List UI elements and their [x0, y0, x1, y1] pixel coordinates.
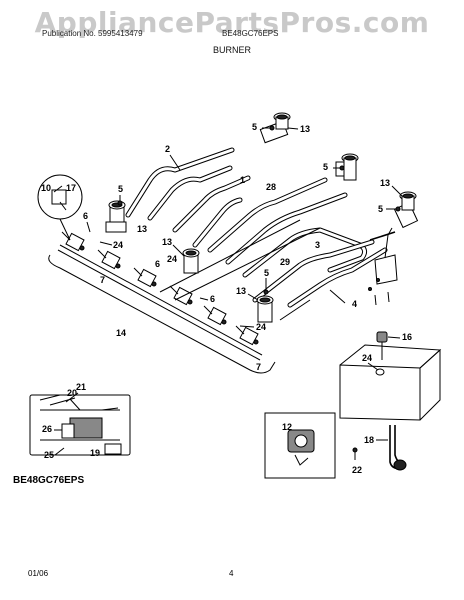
screw-5-right — [386, 206, 401, 212]
callout-2: 2 — [165, 144, 170, 154]
valve-4 — [169, 285, 193, 306]
section-title: BURNER — [212, 45, 251, 55]
manifold-bracket — [48, 254, 276, 374]
callout-5c: 5 — [378, 204, 383, 214]
callout-18: 18 — [364, 435, 374, 445]
callout-13e: 13 — [236, 286, 246, 296]
callouts: 1 2 3 4 5 5 5 5 5 6 6 6 7 7 10 12 13 13 … — [41, 122, 412, 475]
callout-6c: 6 — [210, 294, 215, 304]
valve-6 — [235, 325, 259, 346]
callout-26: 26 — [42, 424, 52, 434]
burner-head-left — [105, 200, 127, 233]
burner-head-top-right — [335, 153, 359, 181]
oven-housing — [339, 331, 442, 421]
valve-2 — [97, 249, 121, 270]
model-label: BE48GC76EPS — [13, 475, 85, 486]
callout-21: 21 — [76, 382, 86, 392]
footer-date: 01/06 — [28, 569, 49, 578]
burner-tube-29 — [252, 239, 375, 303]
callout-6a: 6 — [83, 211, 88, 221]
screw-5-top — [262, 125, 275, 131]
callout-12: 12 — [282, 422, 292, 432]
screw-dot-b — [376, 278, 380, 282]
screw-dot-a — [368, 287, 372, 291]
connector-line-b — [174, 227, 321, 301]
burner-tube-4 — [287, 247, 388, 308]
callout-13b: 13 — [380, 178, 390, 188]
callout-10: 10 — [41, 183, 51, 193]
valve-inset-box — [264, 412, 336, 479]
valve-3 — [133, 267, 157, 288]
callout-7b: 7 — [256, 362, 261, 372]
manifold-pipe — [59, 244, 263, 356]
valve-switch-detail — [29, 394, 131, 456]
valve-5 — [203, 305, 227, 326]
callout-25: 25 — [44, 450, 54, 460]
callout-24c: 24 — [256, 322, 266, 332]
burner-tube-1 — [172, 175, 251, 248]
connector-line-c — [279, 299, 311, 321]
burner-tube-3 — [242, 227, 368, 278]
callout-13c: 13 — [137, 224, 147, 234]
callout-1: 1 — [240, 175, 245, 185]
igniter — [352, 425, 407, 471]
callout-20: 20 — [67, 388, 77, 398]
callout-29: 29 — [280, 257, 290, 267]
callout-5d: 5 — [118, 184, 123, 194]
callout-24a: 24 — [113, 240, 123, 250]
connector-line-a — [159, 219, 301, 293]
detail-inset-circle — [37, 174, 83, 241]
burner-head-mid — [182, 248, 200, 274]
burner-tube-2 — [125, 147, 235, 221]
callout-24d: 24 — [362, 353, 372, 363]
callout-5a: 5 — [252, 122, 257, 132]
burner-head-top-center — [259, 112, 291, 144]
watermark: AppliancePartsPros.com — [34, 6, 430, 39]
screw-5-mid — [263, 278, 269, 295]
callout-17: 17 — [66, 183, 76, 193]
valve-1 — [61, 231, 85, 252]
right-bracket — [369, 227, 398, 306]
model-reference: BE48GC76EPS — [222, 29, 279, 38]
burner-tube-28 — [207, 177, 348, 265]
callout-16: 16 — [402, 332, 412, 342]
callout-13d: 13 — [162, 237, 172, 247]
callout-6b: 6 — [155, 259, 160, 269]
screw-5-top-right — [333, 165, 345, 171]
callout-14: 14 — [116, 328, 126, 338]
callout-22: 22 — [352, 465, 362, 475]
callout-13a: 13 — [300, 124, 310, 134]
callout-19: 19 — [90, 448, 100, 458]
callout-28: 28 — [266, 182, 276, 192]
publication-number: Publication No. 5995413479 — [42, 29, 143, 38]
callout-7a: 7 — [100, 275, 105, 285]
callout-5e: 5 — [264, 268, 269, 278]
manifold-pipe-lower — [57, 249, 261, 361]
callout-4: 4 — [352, 299, 357, 309]
callout-24b: 24 — [167, 254, 177, 264]
page-number: 4 — [229, 569, 234, 578]
burner-head-lower — [256, 295, 274, 323]
screw-5-left — [117, 195, 123, 206]
callout-3: 3 — [315, 240, 320, 250]
callout-5b: 5 — [323, 162, 328, 172]
